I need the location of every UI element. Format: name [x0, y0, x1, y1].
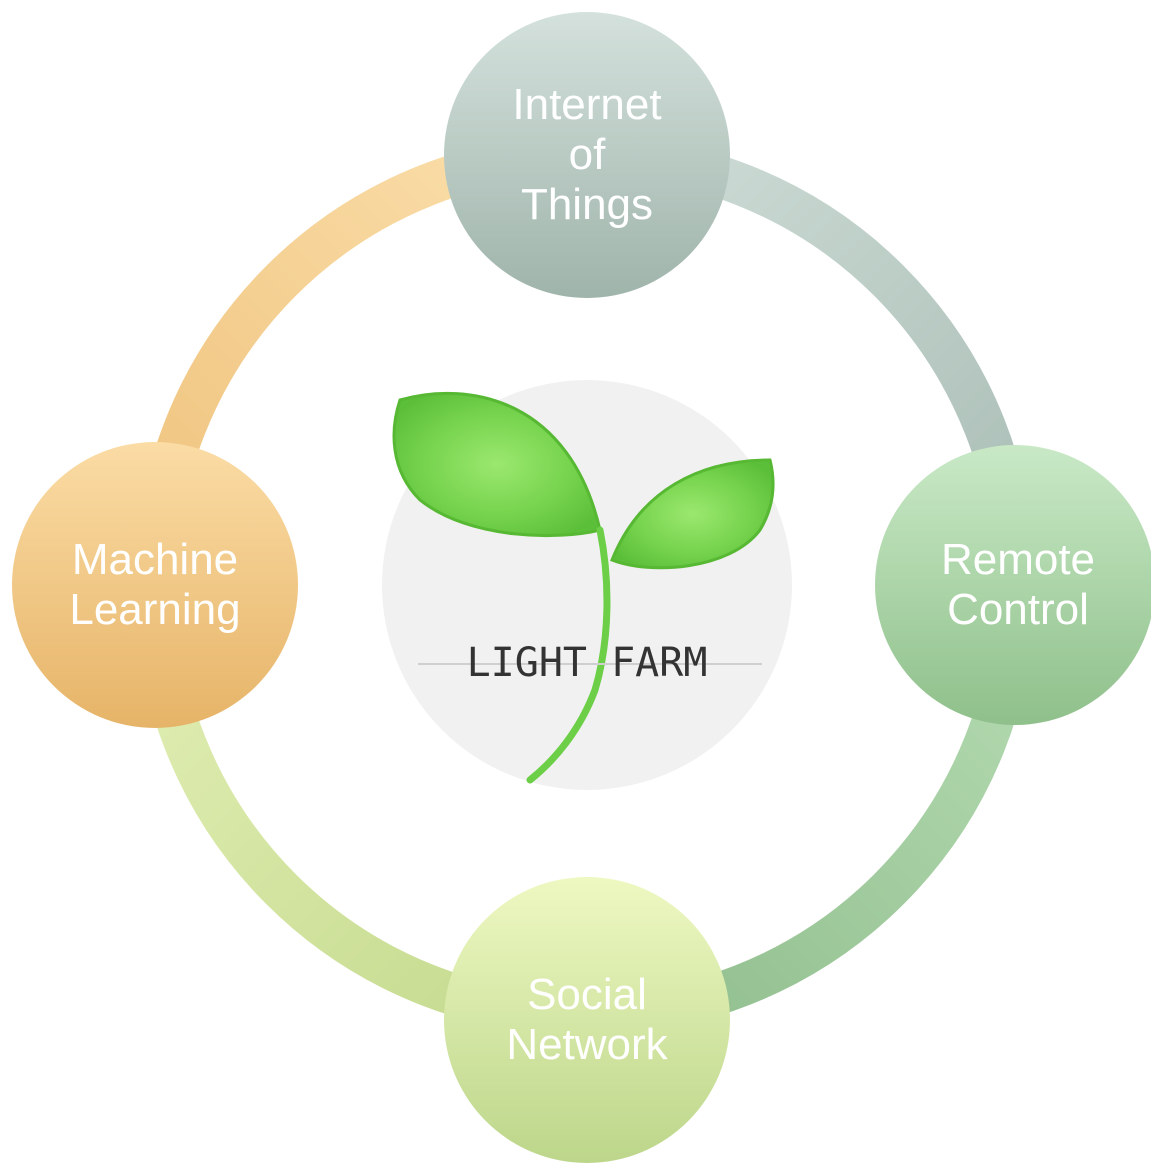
logo-text: LIGHT FARM [467, 640, 708, 686]
left-leaf [392, 391, 602, 538]
node-iot-circle [444, 12, 730, 298]
right-leaf [610, 458, 775, 570]
stem [526, 526, 611, 784]
node-machine-circle [12, 442, 298, 728]
light-farm-logo: LIGHT FARM [382, 380, 792, 790]
node-social-circle [444, 877, 730, 1163]
node-remote-circle [875, 445, 1151, 725]
